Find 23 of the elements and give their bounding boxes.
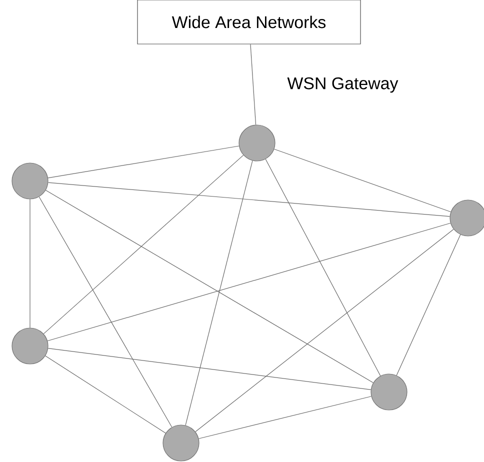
- link-line: [43, 154, 244, 334]
- link-line: [195, 228, 454, 432]
- link-line: [45, 190, 374, 384]
- network-node: [370, 374, 408, 410]
- network-node: [12, 162, 48, 200]
- node-label: WSN Gateway: [287, 77, 398, 93]
- link-line: [48, 348, 372, 390]
- link-line: [48, 182, 450, 217]
- link-line: [47, 222, 451, 342]
- network-box: Wide Area Networks: [137, 0, 361, 44]
- network-node: [238, 124, 276, 162]
- link-line: [198, 396, 372, 439]
- link-line: [274, 148, 452, 212]
- link-line: [396, 234, 461, 376]
- network-node: [450, 200, 484, 236]
- network-node: [162, 424, 200, 462]
- link-line: [38, 196, 172, 428]
- link-line: [265, 158, 381, 376]
- link-line: [250, 44, 256, 126]
- network-node: [12, 328, 48, 364]
- link-line: [185, 160, 253, 426]
- link-line: [45, 356, 166, 434]
- link-line: [48, 146, 240, 178]
